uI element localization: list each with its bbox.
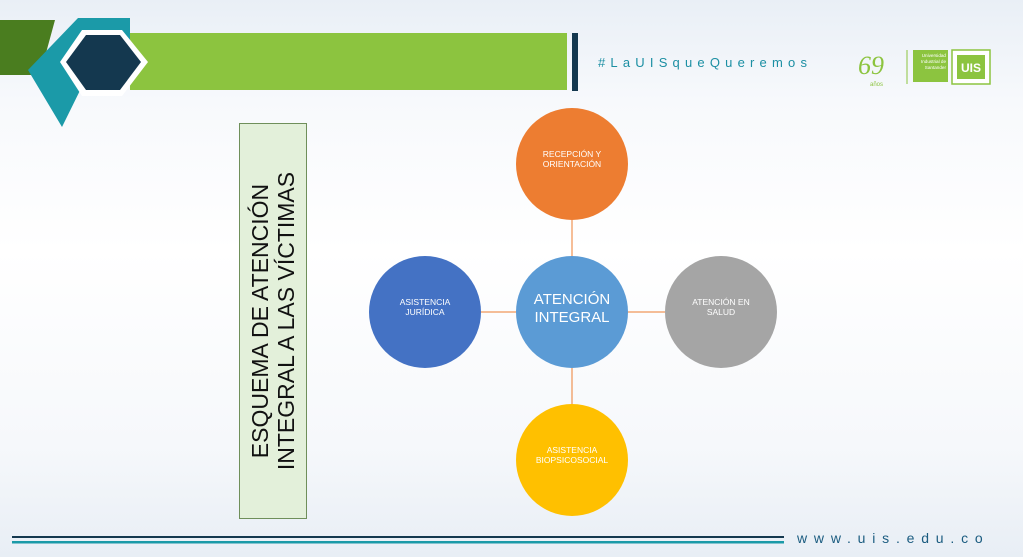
- node-recepcion-orientacion: RECEPCIÓN Y ORIENTACIÓN: [516, 108, 628, 220]
- header-banner: [0, 18, 578, 127]
- uis-logo: 69 años UIS: [858, 49, 991, 88]
- node-label: ASISTENCIA JURÍDICA: [399, 297, 451, 317]
- node-label: ASISTENCIA BIOPSICOSOCIAL: [535, 445, 609, 465]
- university-name: Universidad Industrial de Santander: [913, 50, 948, 82]
- anniversary-number: 69: [858, 51, 884, 80]
- title-box: ESQUEMA DE ATENCIÓN INTEGRAL A LAS VÍCTI…: [239, 123, 307, 519]
- footer-divider: [12, 536, 784, 544]
- center-label: ATENCIÓN INTEGRAL: [533, 291, 611, 326]
- node-label: ATENCIÓN EN SALUD: [692, 297, 750, 317]
- node-asistencia-biopsicosocial: ASISTENCIA BIOPSICOSOCIAL: [516, 404, 628, 516]
- node-label: RECEPCIÓN Y ORIENTACIÓN: [542, 149, 602, 169]
- logo-monogram: UIS: [961, 61, 981, 75]
- footer-url: www.uis.edu.co: [797, 530, 990, 546]
- node-atencion-salud: ATENCIÓN EN SALUD: [665, 256, 777, 368]
- node-asistencia-juridica: ASISTENCIA JURÍDICA: [369, 256, 481, 368]
- anniversary-sub: años: [870, 82, 883, 88]
- node-atencion-integral: ATENCIÓN INTEGRAL: [516, 256, 628, 368]
- hashtag-text: #LaUISqueQueremos: [598, 55, 813, 70]
